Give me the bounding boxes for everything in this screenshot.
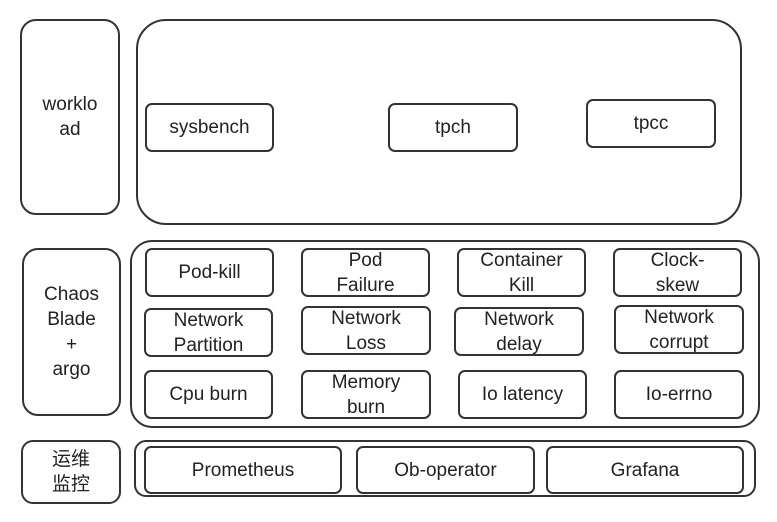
- workload-item-sysbench: sysbench: [145, 103, 274, 152]
- chaos-item-cpu-burn: Cpu burn: [144, 370, 273, 419]
- chaos-item-io-latency: Io latency: [458, 370, 587, 419]
- chaos-item-clock-skew: Clock- skew: [613, 248, 742, 297]
- chaos-item-network-corrupt: Network corrupt: [614, 305, 744, 354]
- chaos-item-network-loss: Network Loss: [301, 306, 431, 355]
- workload-label: worklo ad: [20, 19, 120, 215]
- chaos-item-io-errno: Io-errno: [614, 370, 744, 419]
- workload-item-tpch: tpch: [388, 103, 518, 152]
- workload-item-tpcc: tpcc: [586, 99, 716, 148]
- chaos-item-network-delay: Network delay: [454, 307, 584, 356]
- chaos-label: Chaos Blade + argo: [22, 248, 121, 416]
- chaos-item-network-partition: Network Partition: [144, 308, 273, 357]
- chaos-item-container-kill: Container Kill: [457, 248, 586, 297]
- monitoring-item-ob-operator: Ob-operator: [356, 446, 535, 494]
- monitoring-label: 运维 监控: [21, 440, 121, 504]
- chaos-item-memory-burn: Memory burn: [301, 370, 431, 419]
- chaos-item-pod-failure: Pod Failure: [301, 248, 430, 297]
- monitoring-item-prometheus: Prometheus: [144, 446, 342, 494]
- chaos-item-pod-kill: Pod-kill: [145, 248, 274, 297]
- monitoring-item-grafana: Grafana: [546, 446, 744, 494]
